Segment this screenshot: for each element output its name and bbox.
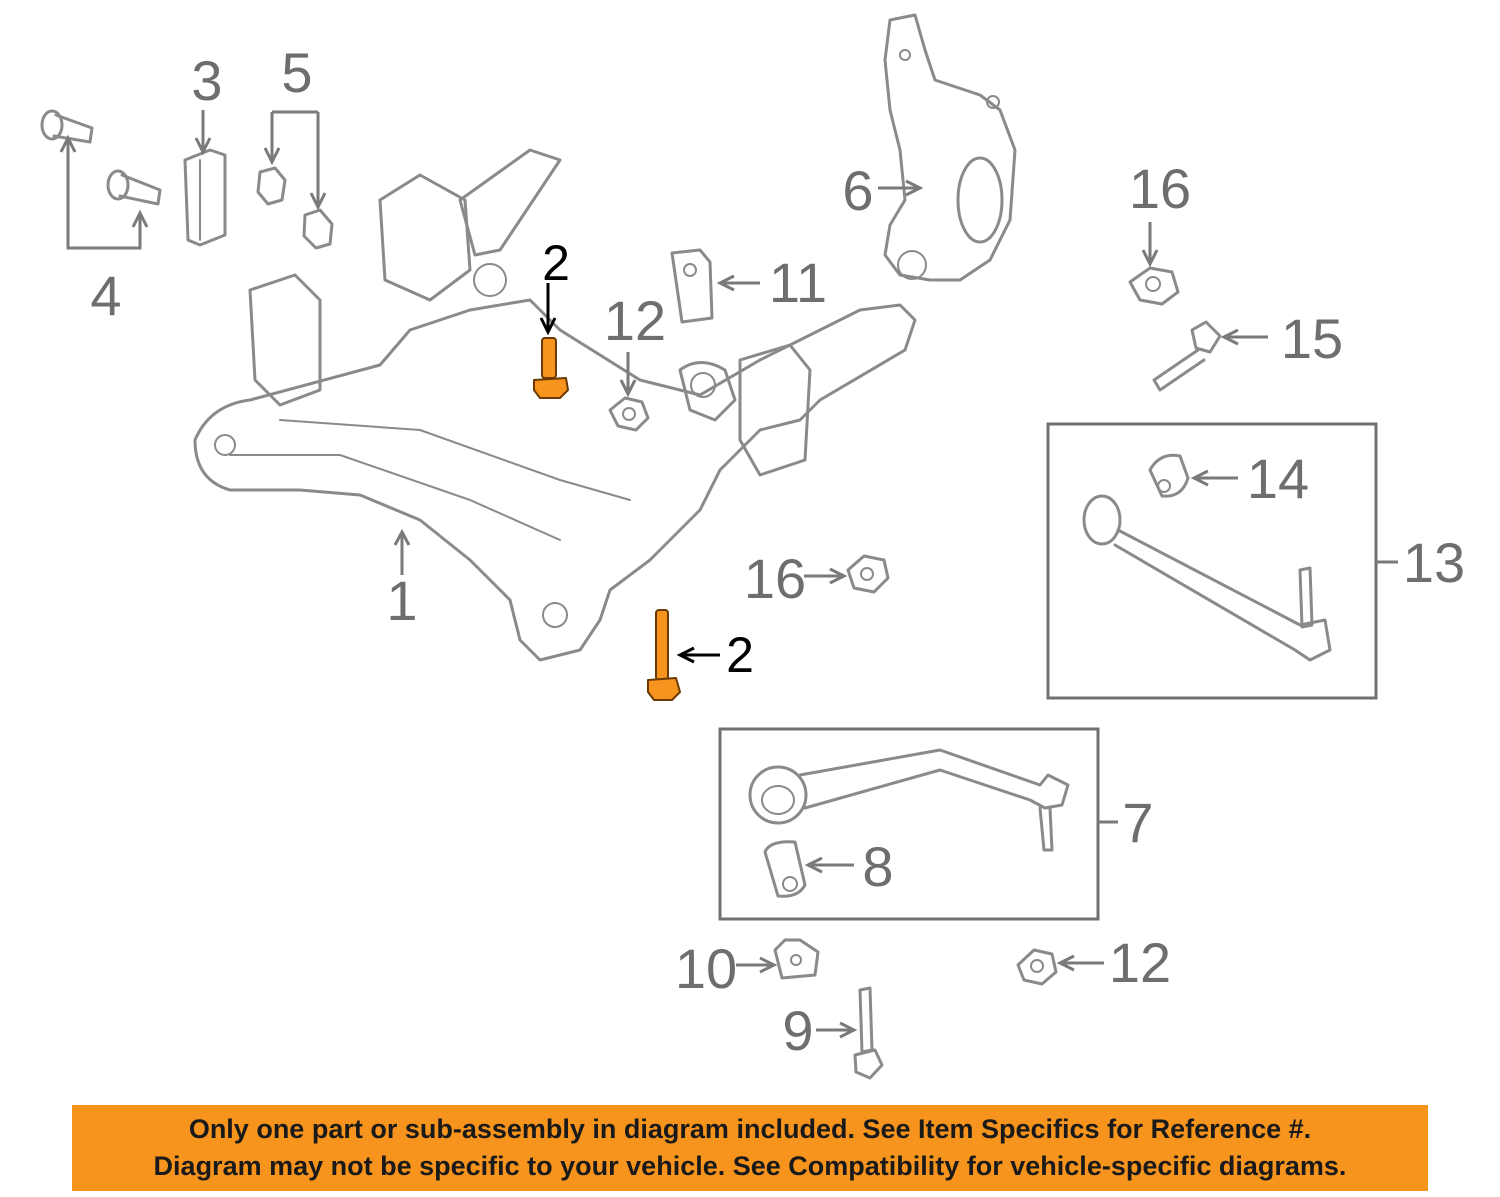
part-2-bolt-lower bbox=[647, 609, 681, 701]
part-7-arm bbox=[748, 748, 1070, 852]
part-14-bushing bbox=[1148, 453, 1190, 498]
callout-15: 15 bbox=[1281, 307, 1343, 370]
part-7-group-box bbox=[718, 727, 1100, 921]
callout-16-lower: 16 bbox=[744, 547, 806, 610]
part-10-clip bbox=[773, 938, 820, 980]
callout-6: 6 bbox=[842, 159, 873, 222]
callout-9: 9 bbox=[782, 999, 813, 1062]
part-2-bolt-upper bbox=[533, 337, 569, 399]
callout-12-upper: 12 bbox=[604, 289, 666, 352]
disclaimer-banner: Only one part or sub-assembly in diagram… bbox=[72, 1105, 1428, 1191]
part-13-group-box bbox=[1046, 422, 1378, 700]
part-12-nut-lower bbox=[1016, 948, 1058, 986]
part-1-subframe bbox=[193, 148, 917, 662]
callout-13: 13 bbox=[1403, 531, 1465, 594]
part-15-bolt bbox=[1152, 320, 1222, 392]
part-16-nut-upper bbox=[1128, 266, 1180, 306]
callout-3: 3 bbox=[191, 49, 222, 112]
part-5-clips bbox=[256, 166, 334, 250]
part-6-knuckle bbox=[883, 13, 1017, 282]
disclaimer-line-2: Diagram may not be specific to your vehi… bbox=[153, 1151, 1347, 1181]
callout-12-lower: 12 bbox=[1109, 931, 1171, 994]
callout-14: 14 bbox=[1247, 447, 1309, 510]
part-4-bolts bbox=[40, 109, 162, 206]
callout-2-lower: 2 bbox=[726, 627, 754, 683]
callout-4: 4 bbox=[90, 264, 121, 327]
leader-lines bbox=[59, 110, 1398, 1039]
part-3-bracket bbox=[183, 148, 227, 247]
callout-2-upper: 2 bbox=[542, 235, 570, 291]
disclaimer-line-1: Only one part or sub-assembly in diagram… bbox=[188, 1114, 1312, 1144]
part-9-bolt bbox=[853, 986, 884, 1080]
part-16-nut-lower bbox=[846, 554, 890, 594]
callout-10: 10 bbox=[675, 937, 737, 1000]
part-12-nut-upper bbox=[608, 396, 650, 432]
part-11-clip bbox=[670, 248, 714, 324]
callout-11: 11 bbox=[769, 251, 827, 314]
callout-7: 7 bbox=[1122, 791, 1153, 854]
callout-5: 5 bbox=[281, 41, 312, 104]
callout-8: 8 bbox=[862, 835, 893, 898]
callout-16-upper: 16 bbox=[1129, 157, 1191, 220]
part-8-bushing bbox=[763, 840, 807, 898]
callout-1: 1 bbox=[386, 569, 417, 632]
part-13-arm bbox=[1082, 494, 1332, 662]
